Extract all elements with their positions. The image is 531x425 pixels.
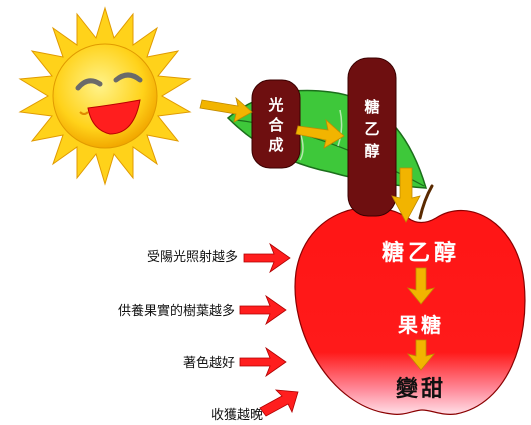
arrow-photosynthesis-to-sugar	[295, 118, 345, 149]
arrow-sugar-to-apple	[391, 167, 421, 223]
sugar-alcohol-leaf-label-2: 乙	[364, 120, 379, 138]
arrow-apple-sugar-to-fructose	[406, 267, 436, 305]
sun-right-eye	[113, 72, 143, 83]
red-arrow-sunlight	[243, 242, 291, 274]
red-arrow-leaves	[239, 294, 287, 326]
photosynthesis-pill	[251, 79, 301, 169]
yellow-arrows	[199, 96, 436, 371]
arrow-fructose-to-sweet	[406, 339, 436, 371]
sugar-alcohol-apple-label: 糖乙醇	[382, 240, 460, 266]
sun-icon	[18, 6, 192, 186]
sun-blush	[79, 111, 89, 115]
sun-mouth	[87, 99, 141, 135]
condition-sunlight: 受陽光照射越多	[146, 250, 238, 265]
sweet-label: 變甜	[396, 376, 446, 402]
apple-stem	[418, 184, 434, 220]
arrow-sun-to-photosynthesis	[199, 96, 253, 123]
sugar-alcohol-leaf-label-3: 醇	[364, 142, 379, 160]
condition-leaves: 供養果實的樹葉越多	[117, 304, 235, 319]
photosynthesis-label-1: 光	[267, 96, 283, 114]
red-arrows	[239, 242, 299, 417]
photosynthesis-label-2: 合	[267, 116, 284, 134]
red-arrow-coloring	[239, 346, 287, 378]
sugar-alcohol-pill	[347, 57, 397, 217]
red-arrow-harvest	[259, 389, 299, 417]
sugar-alcohol-leaf-label-1: 糖	[364, 98, 379, 116]
apple-icon	[294, 184, 526, 416]
condition-harvest: 收獲越晚	[210, 408, 263, 423]
condition-coloring: 著色越好	[182, 356, 235, 371]
sun-left-eye	[75, 78, 103, 91]
photosynthesis-label-3: 成	[268, 136, 283, 154]
fructose-label: 果糖	[398, 313, 444, 337]
